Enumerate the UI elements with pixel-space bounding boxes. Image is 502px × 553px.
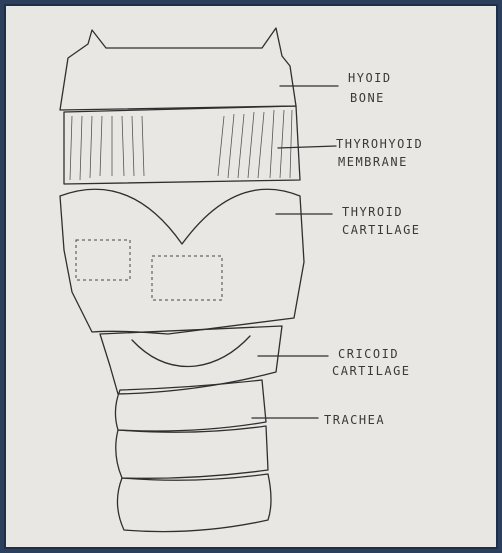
trachea-ring-1 [115, 380, 266, 431]
label-hyoid-line1: HYOID [348, 71, 392, 85]
label-thyrohyoid-line1: THYROHYOID [336, 137, 423, 151]
label-hyoid-line2: BONE [350, 91, 385, 105]
trachea-ring-2 [116, 426, 268, 478]
label-thyroid-line2: CARTILAGE [342, 223, 421, 237]
dotted-box-right [152, 256, 222, 300]
thyroid-cartilage [60, 189, 304, 334]
thyrohyoid-leader-line [278, 146, 336, 148]
membrane-hatching-right [218, 110, 292, 178]
hyoid-bone [60, 28, 296, 110]
trachea-ring-3 [117, 474, 271, 532]
label-cricoid-line2: CARTILAGE [332, 364, 411, 378]
label-thyroid-line1: THYROID [342, 205, 403, 219]
cricoid-cartilage [100, 326, 282, 394]
membrane-hatching-left [70, 116, 144, 180]
label-trachea: TRACHEA [324, 413, 385, 427]
thyrohyoid-membrane [64, 106, 300, 184]
cricoid-arch [132, 336, 250, 366]
label-cricoid-line1: CRICOID [338, 347, 399, 361]
label-thyrohyoid-line2: MEMBRANE [338, 155, 408, 169]
dotted-box-left [76, 240, 130, 280]
